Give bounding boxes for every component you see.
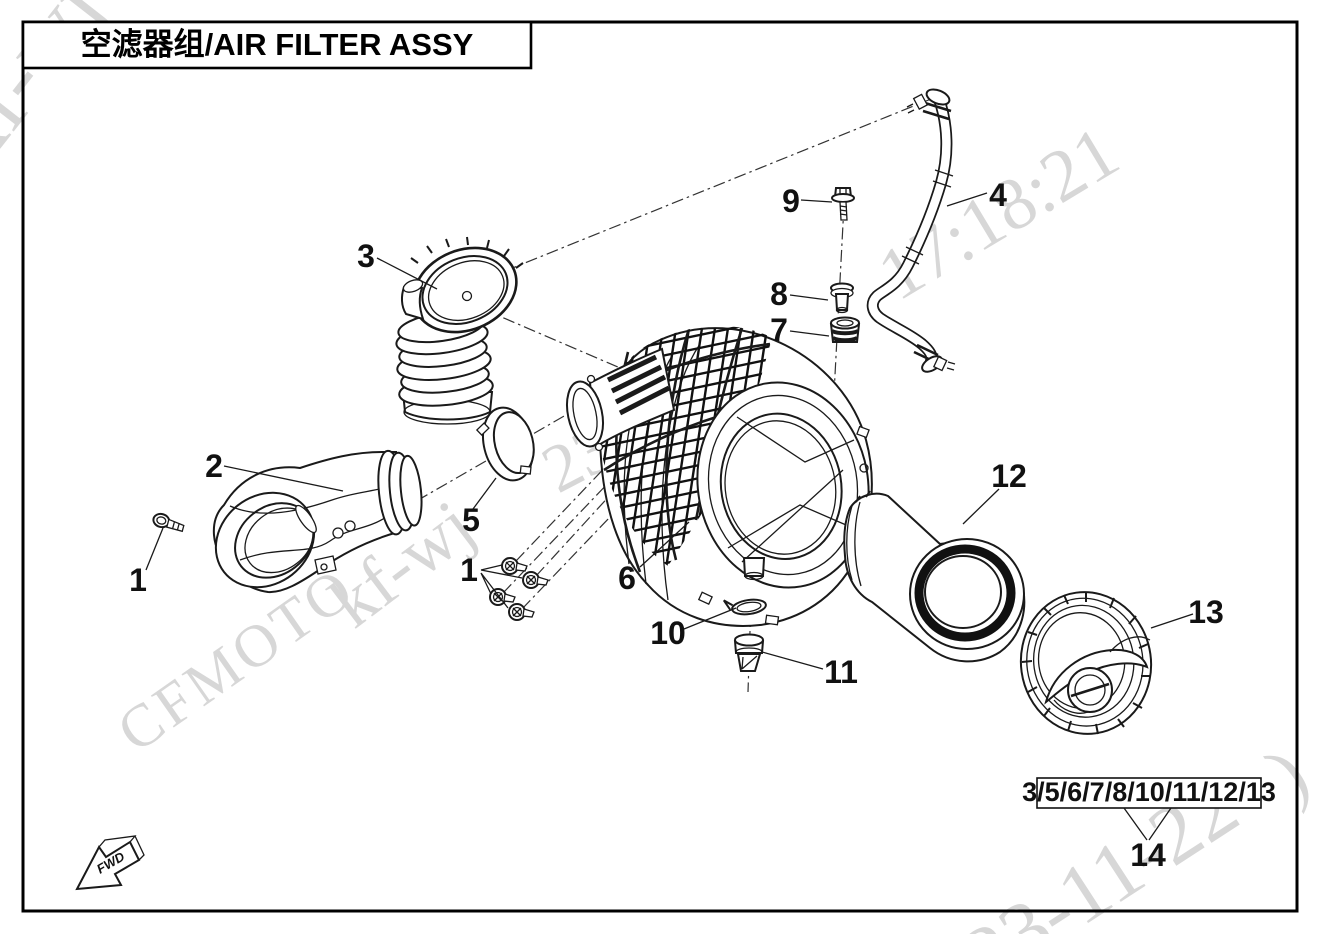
- part-5-clamp-ring: [475, 406, 535, 482]
- callout-4: 4: [989, 177, 1007, 213]
- part-1-bolt: [152, 512, 185, 533]
- watermark-top-right: 17:18:21: [865, 111, 1133, 317]
- callout-10: 10: [650, 615, 686, 651]
- part-12-filter-element: [843, 490, 1026, 663]
- part-11-drain-valve: [733, 633, 765, 672]
- drawing-frame: [21, 20, 1299, 913]
- callout-14: 14: [1130, 837, 1166, 873]
- cover-ticks: [1021, 592, 1151, 735]
- callout-8: 8: [770, 276, 788, 312]
- part-3-intake-boot: [395, 236, 524, 425]
- part-4-breather-hose: [866, 88, 956, 373]
- callout-1: 1: [129, 562, 147, 598]
- part-13-end-cover: [1019, 591, 1153, 735]
- callout-12: 12: [991, 458, 1027, 494]
- page-title: 空滤器组/AIR FILTER ASSY: [81, 27, 474, 62]
- part-6-airbox-housing: [566, 325, 873, 627]
- callout-numbers: 1 1 2 3 4 5 6 7 8 9 10 11 12 13: [129, 177, 1224, 690]
- callout-3: 3: [357, 238, 375, 274]
- part-1-screws: [489, 557, 549, 621]
- shared-parts-text: 3/5/6/7/8/10/11/12/13: [1022, 777, 1276, 807]
- part-10-clamp: [723, 598, 767, 616]
- callout-5: 5: [462, 502, 480, 538]
- leader-lines: [145, 192, 1194, 670]
- part-9-bolt: [831, 187, 855, 221]
- shared-parts-label: 3/5/6/7/8/10/11/12/13 14: [1022, 777, 1276, 873]
- callout-9: 9: [782, 183, 800, 219]
- callout-6: 6: [618, 560, 636, 596]
- callout-1b: 1: [460, 552, 478, 588]
- part-2-intake-duct: [212, 449, 423, 594]
- callout-11: 11: [824, 654, 858, 690]
- callout-7: 7: [770, 312, 788, 348]
- callout-13: 13: [1188, 594, 1224, 630]
- callout-2: 2: [205, 448, 223, 484]
- fwd-arrow: FWD: [75, 835, 145, 891]
- part-8-spacer: [830, 282, 854, 314]
- title-box: 空滤器组/AIR FILTER ASSY: [21, 20, 533, 70]
- part-7-grommet: [829, 316, 861, 343]
